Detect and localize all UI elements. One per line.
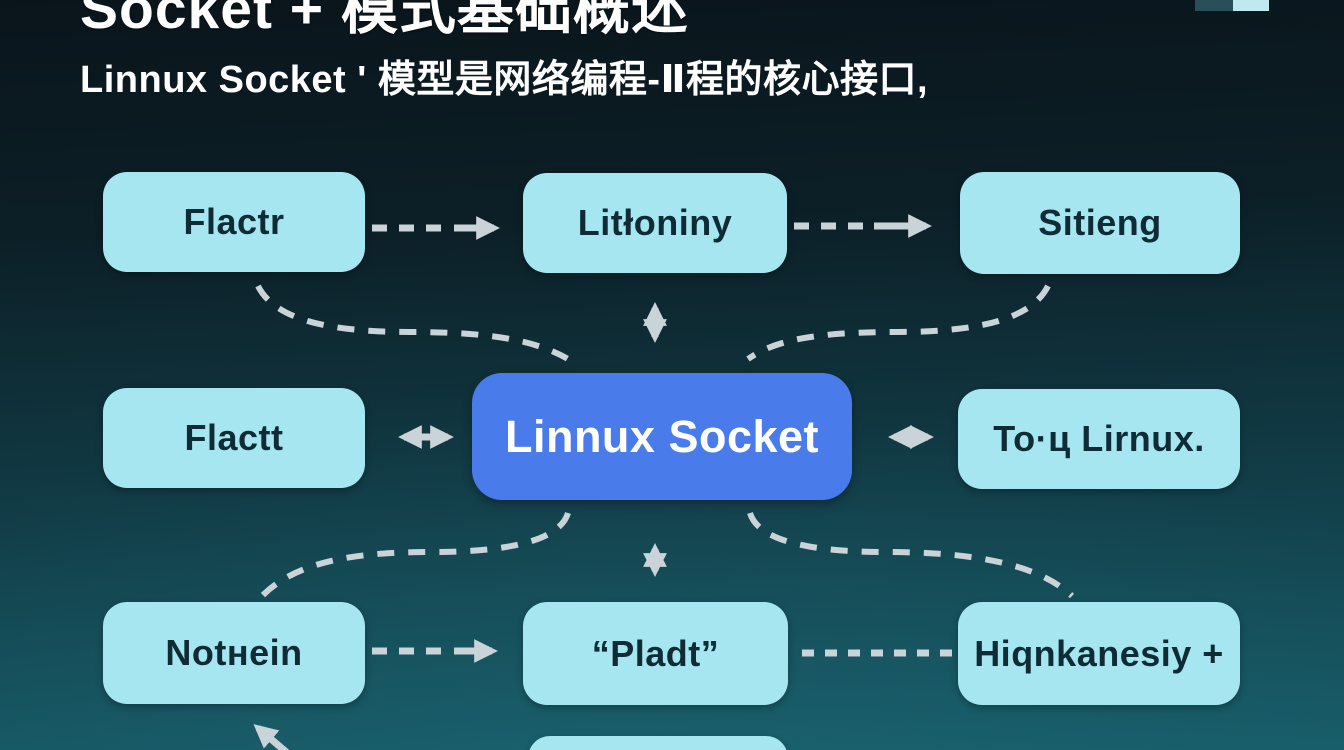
- curve-topright-to-center: [746, 284, 1051, 362]
- arrow-offscreen-to-bottomleft: [253, 724, 290, 750]
- node-offscreen-bottom: [528, 736, 788, 750]
- node-top-left: Flactr: [103, 172, 365, 272]
- node-bottom-left: Notнein: [103, 602, 365, 704]
- brand-mark-dark-square: [1195, 0, 1233, 11]
- node-bottom-right: Hiqnkanesiy +: [958, 602, 1240, 705]
- curve-center-to-bottomleft: [259, 511, 571, 599]
- node-mid-right: To·ц Lirnux.: [958, 389, 1240, 489]
- curve-center-to-bottomright: [747, 511, 1075, 599]
- brand-mark-light-square: [1233, 0, 1269, 11]
- node-bottom-center: “Pladt”: [523, 602, 788, 705]
- node-center-linnux-socket: Linnux Socket: [472, 373, 852, 500]
- node-top-center: Litłoniny: [523, 173, 787, 273]
- node-top-right: Sitieng: [960, 172, 1240, 274]
- node-mid-left: Flactt: [103, 388, 365, 488]
- page-subtitle: Linnux Socket ' 模型是网络编程-Ⅱ程的核心接口,: [80, 59, 929, 101]
- curve-topleft-to-center: [255, 284, 570, 362]
- page-title: Socket + 模式基础概述: [80, 0, 689, 41]
- brand-mark-icon: [1195, 0, 1269, 11]
